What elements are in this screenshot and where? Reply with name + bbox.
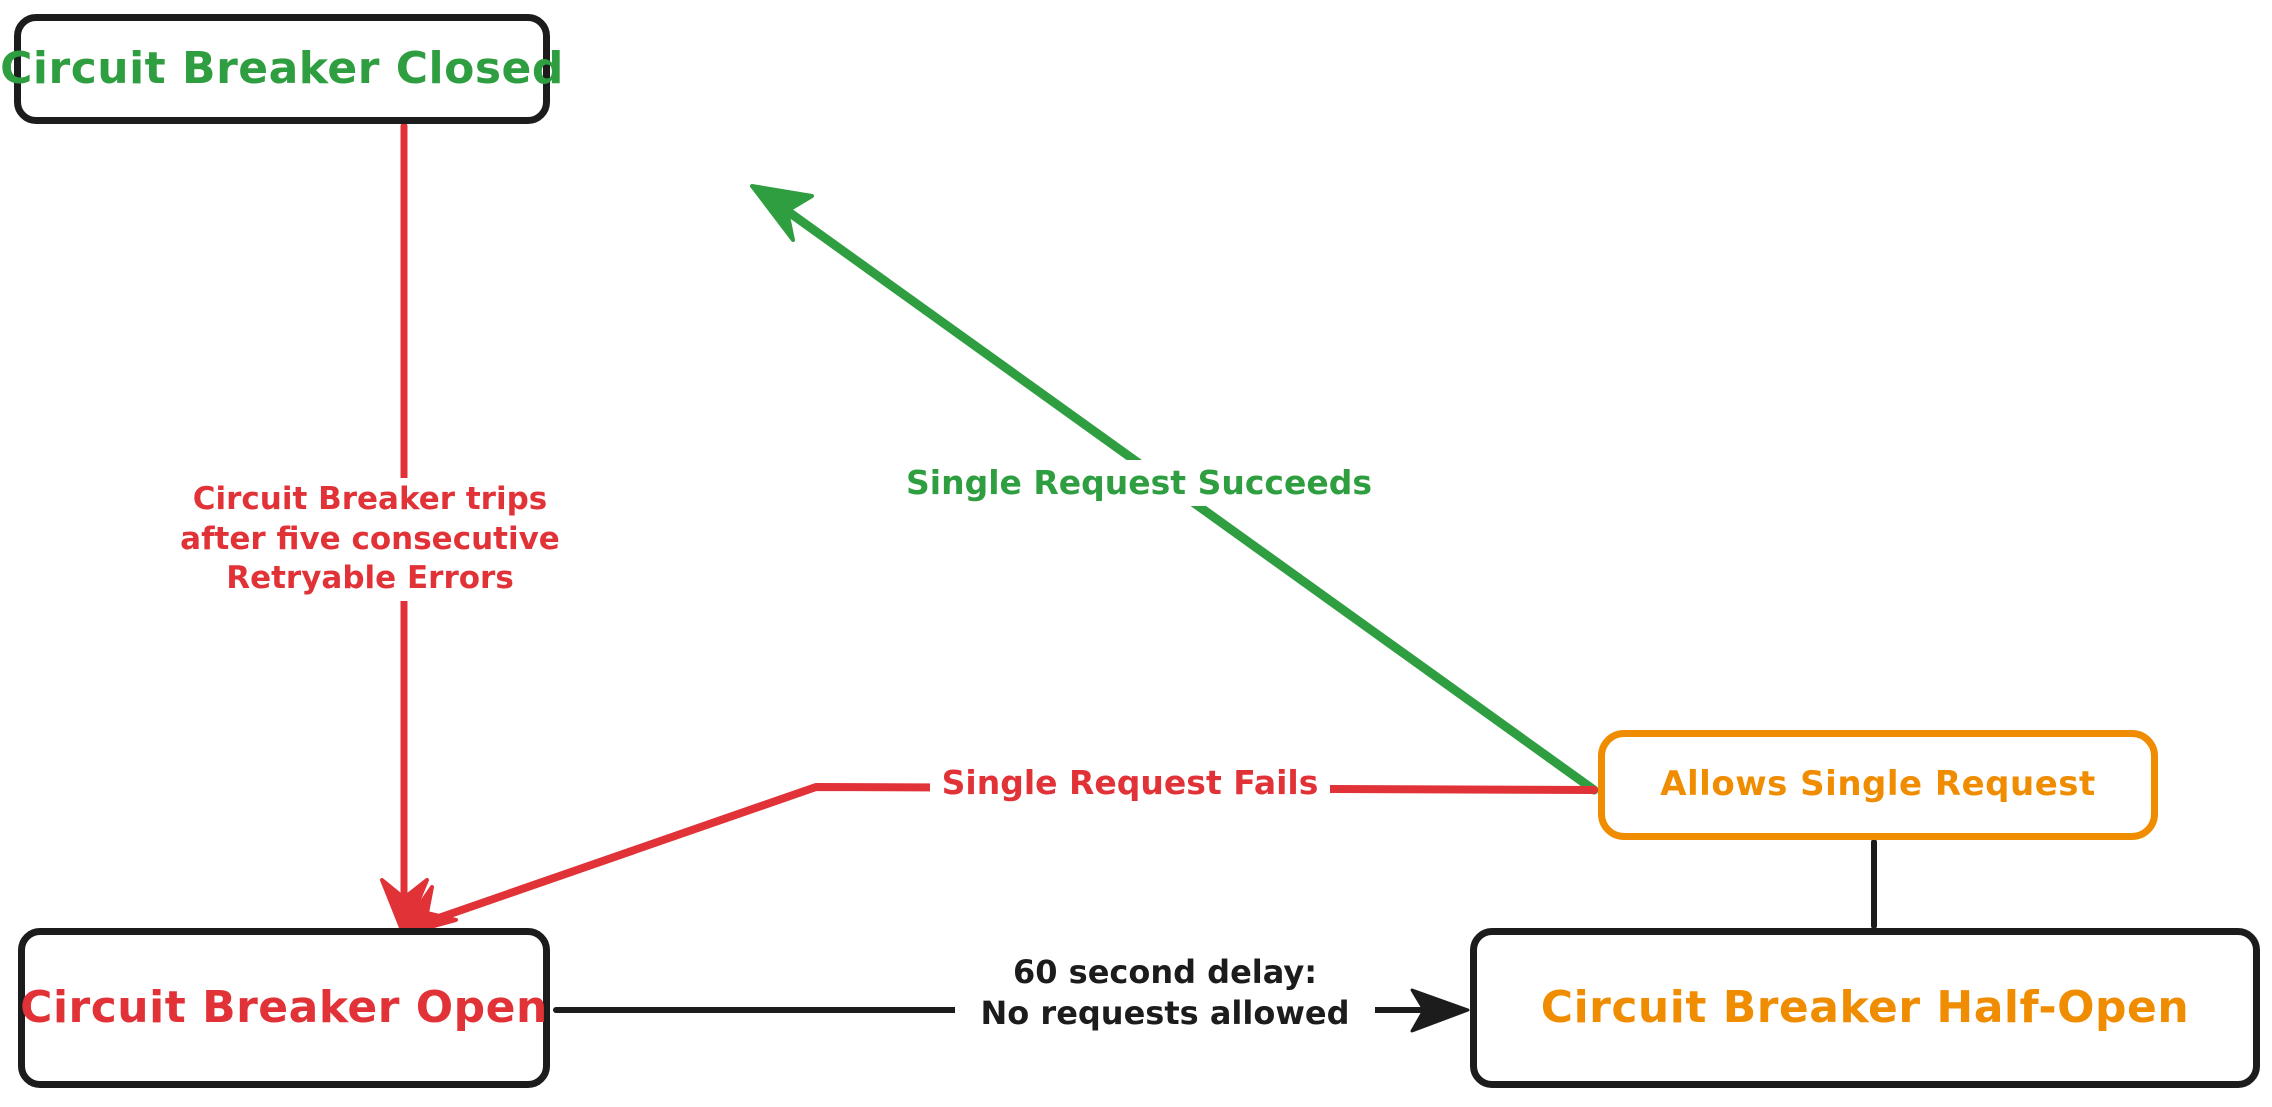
node-circuit-breaker-closed-label: Circuit Breaker Closed (0, 42, 564, 94)
node-circuit-breaker-open[interactable]: Circuit Breaker Open (18, 928, 550, 1088)
node-circuit-breaker-half-open-label: Circuit Breaker Half-Open (1540, 981, 2190, 1033)
node-allows-single-request-label: Allows Single Request (1660, 764, 2096, 805)
edge-label-single-request-fails: Single Request Fails (930, 760, 1330, 807)
node-allows-single-request[interactable]: Allows Single Request (1598, 730, 2158, 840)
edge-label-sixty-second-delay: 60 second delay: No requests allowed (955, 950, 1375, 1036)
node-circuit-breaker-open-label: Circuit Breaker Open (20, 981, 548, 1033)
edge-label-single-request-succeeds: Single Request Succeeds (900, 460, 1372, 507)
node-circuit-breaker-half-open[interactable]: Circuit Breaker Half-Open (1470, 928, 2260, 1088)
edge-label-circuit-breaker-trips: Circuit Breaker trips after five consecu… (160, 478, 580, 602)
edge-allows-single-to-open (396, 783, 1598, 938)
node-circuit-breaker-closed[interactable]: Circuit Breaker Closed (0, 14, 563, 124)
